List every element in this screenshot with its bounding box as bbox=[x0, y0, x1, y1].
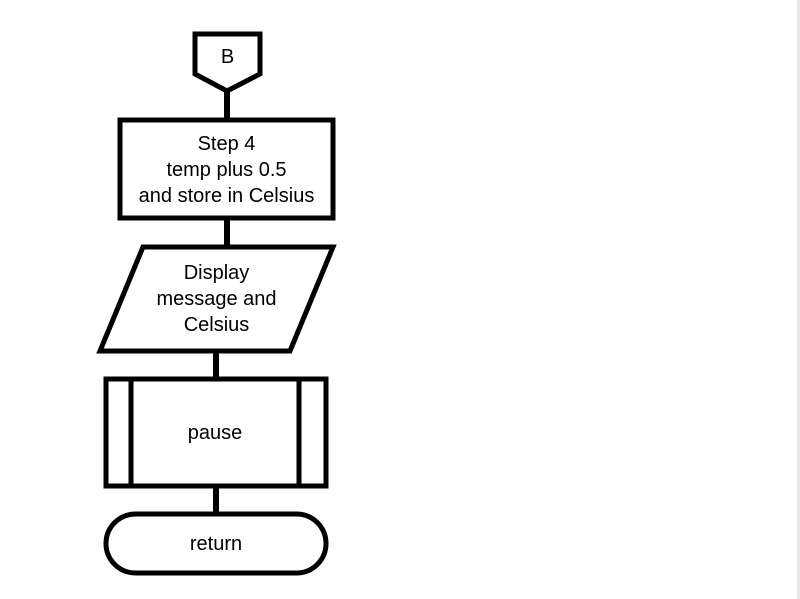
process-line-1: Step 4 bbox=[197, 133, 256, 155]
io-parallelogram-label: Display message and Celsius bbox=[120, 256, 313, 342]
process-box-label: Step 4 temp plus 0.5 and store in Celsiu… bbox=[120, 128, 333, 212]
page-edge-divider bbox=[797, 0, 800, 599]
predefined-process-label: pause bbox=[131, 379, 299, 486]
process-line-3: and store in Celsius bbox=[138, 185, 315, 207]
terminator-label: return bbox=[106, 514, 326, 573]
connector-text: B bbox=[220, 46, 235, 68]
pause-text: pause bbox=[187, 421, 243, 444]
io-line-1: Display bbox=[183, 262, 250, 284]
off-page-connector-label: B bbox=[195, 40, 260, 74]
io-line-3: Celsius bbox=[183, 314, 250, 336]
off-page-connector-shape bbox=[192, 31, 263, 94]
terminator-shape bbox=[103, 511, 329, 576]
return-text: return bbox=[189, 532, 243, 555]
predefined-process-shape bbox=[103, 376, 329, 489]
io-parallelogram-shape bbox=[96, 244, 337, 354]
process-box-shape bbox=[117, 117, 336, 221]
io-line-2: message and bbox=[156, 288, 277, 310]
process-line-2: temp plus 0.5 bbox=[166, 159, 287, 181]
